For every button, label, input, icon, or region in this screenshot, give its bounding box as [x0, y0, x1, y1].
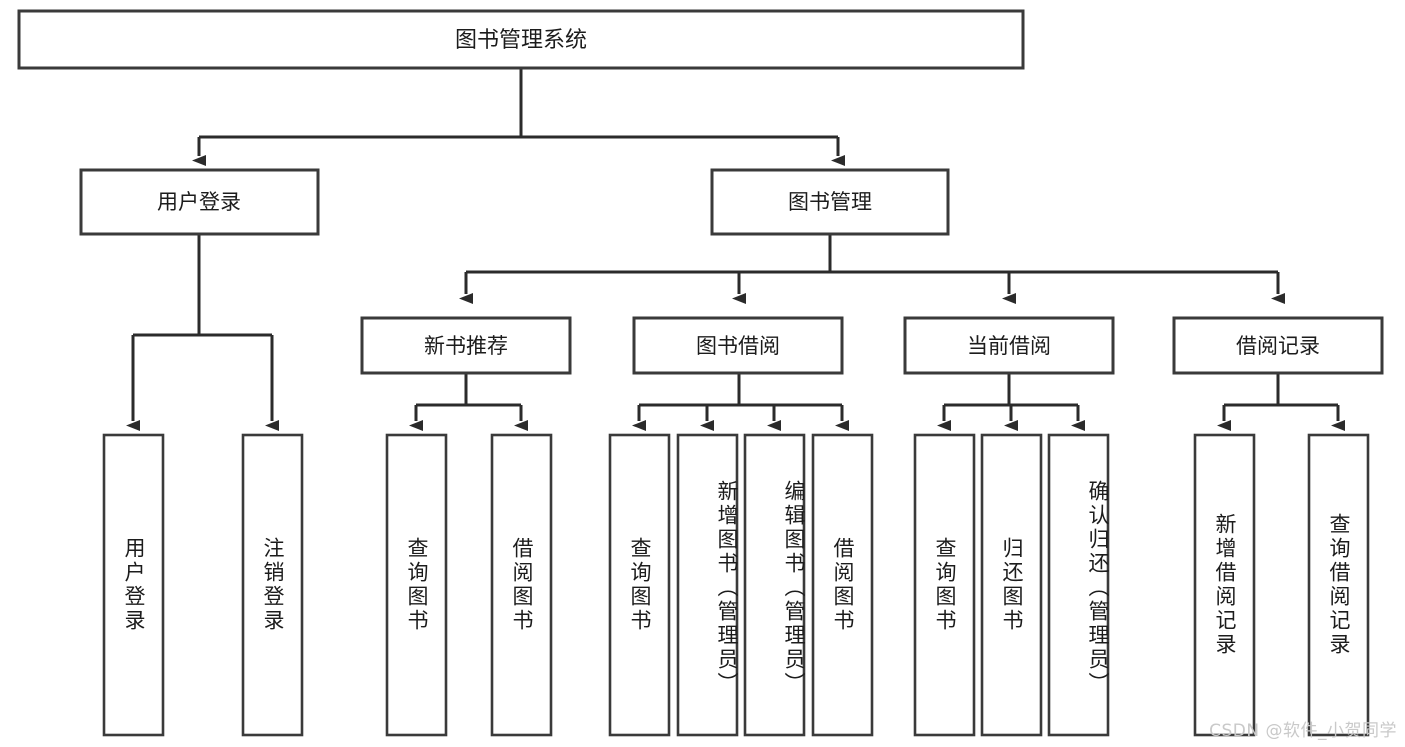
node-user-login-label: 用户登录 [157, 190, 241, 214]
leaf-box-return-book[interactable] [980, 433, 1043, 737]
connector-borrowrecord-to-leaves [1217, 373, 1345, 431]
connector-currentborrow-to-leaves [937, 373, 1085, 431]
leaf-box-borrow-book-2[interactable] [811, 433, 874, 737]
node-root-label: 图书管理系统 [455, 28, 587, 53]
leaf-box-user-login[interactable] [102, 433, 165, 737]
node-book-borrow-label: 图书借阅 [696, 334, 780, 358]
connector-bookborrow-to-leaves [632, 373, 849, 431]
connector-userlogin-to-leaves [126, 234, 279, 431]
leaf-box-query-book-3[interactable] [913, 433, 976, 737]
leaf-box-add-book[interactable] [676, 433, 739, 737]
node-book-management[interactable]: 图书管理 [710, 168, 950, 236]
node-borrow-record[interactable]: 借阅记录 [1172, 316, 1384, 375]
leaf-box-query-book-2[interactable] [608, 433, 671, 737]
connector-newbook-to-leaves [409, 373, 528, 431]
leaf-box-confirm-return[interactable] [1047, 433, 1110, 737]
leaf-box-query-borrow-record[interactable] [1307, 433, 1370, 737]
node-new-book-recommend[interactable]: 新书推荐 [360, 316, 572, 375]
leaf-box-query-book-1[interactable] [385, 433, 448, 737]
node-book-management-label: 图书管理 [788, 190, 872, 214]
leaf-box-edit-book[interactable] [743, 433, 806, 737]
node-new-book-recommend-label: 新书推荐 [424, 334, 508, 358]
leaf-box-borrow-book-1[interactable] [490, 433, 553, 737]
node-current-borrow[interactable]: 当前借阅 [903, 316, 1115, 375]
connector-bookmgmt-to-level3 [459, 234, 1285, 304]
node-current-borrow-label: 当前借阅 [967, 334, 1051, 358]
leaf-box-logout[interactable] [241, 433, 304, 737]
watermark-credit: CSDN @软件_小贺同学 [1209, 721, 1397, 741]
connector-root-to-level2 [192, 68, 845, 166]
node-book-borrow[interactable]: 图书借阅 [632, 316, 844, 375]
node-borrow-record-label: 借阅记录 [1236, 334, 1320, 358]
node-user-login[interactable]: 用户登录 [79, 168, 320, 236]
node-root[interactable]: 图书管理系统 [17, 9, 1025, 70]
leaf-box-add-borrow-record[interactable] [1193, 433, 1256, 737]
